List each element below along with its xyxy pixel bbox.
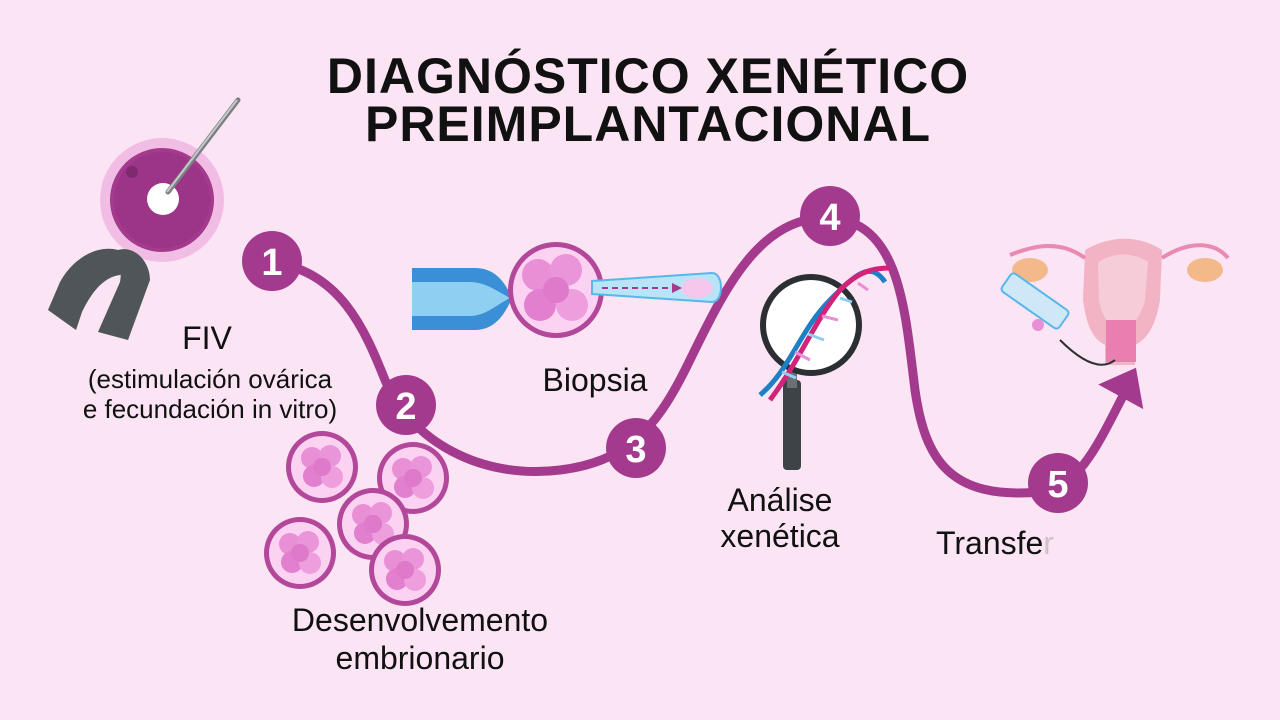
diagram-title-line-2: PREIMPLANTACIONAL <box>364 96 932 152</box>
step-2-badge: 2 <box>376 375 436 435</box>
step-4-badge: 4 <box>800 186 860 246</box>
step-2-label-line-2: embrionario <box>335 640 505 676</box>
step-5-badge: 5 <box>1028 453 1088 513</box>
arrow-head-icon <box>1098 367 1144 410</box>
step-5-number: 5 <box>1047 464 1068 506</box>
step-4-label-line-1: Análise <box>727 482 833 518</box>
dna-magnifier-icon <box>758 265 891 470</box>
step-1-sublabel-line-1: (estimulación ovárica <box>87 364 333 394</box>
step-2-label-line-1: Desenvolvemento <box>291 602 549 638</box>
step-5-label: Transfer <box>936 525 1054 561</box>
embryo-icon <box>286 431 358 503</box>
step-3-number: 3 <box>625 429 646 471</box>
step-5-label-faded: r <box>1043 525 1054 561</box>
step-3-label: Biopsia <box>542 362 648 398</box>
step-2-number: 2 <box>395 386 416 428</box>
step-3-badge: 3 <box>606 418 666 478</box>
embryo-cluster <box>264 431 449 606</box>
embryo-icon <box>369 534 441 606</box>
step-1-badge: 1 <box>242 231 302 291</box>
step-5-label-visible: Transfe <box>936 525 1044 561</box>
step-1-label: FIV <box>182 320 232 356</box>
diagram-title-line-1: DIAGNÓSTICO XENÉTICO <box>326 48 970 104</box>
step-4-number: 4 <box>819 197 840 239</box>
embryo-icon <box>264 517 336 589</box>
biopsy-illustration-icon <box>412 242 722 338</box>
fiv-illustration-icon <box>48 97 241 340</box>
uterus-transfer-icon <box>1000 238 1230 366</box>
step-1-sublabel-line-2: e fecundación in vitro) <box>82 394 338 424</box>
step-4-label-line-2: xenética <box>720 518 840 554</box>
step-1-number: 1 <box>261 242 282 284</box>
embryo-icon <box>377 442 449 514</box>
